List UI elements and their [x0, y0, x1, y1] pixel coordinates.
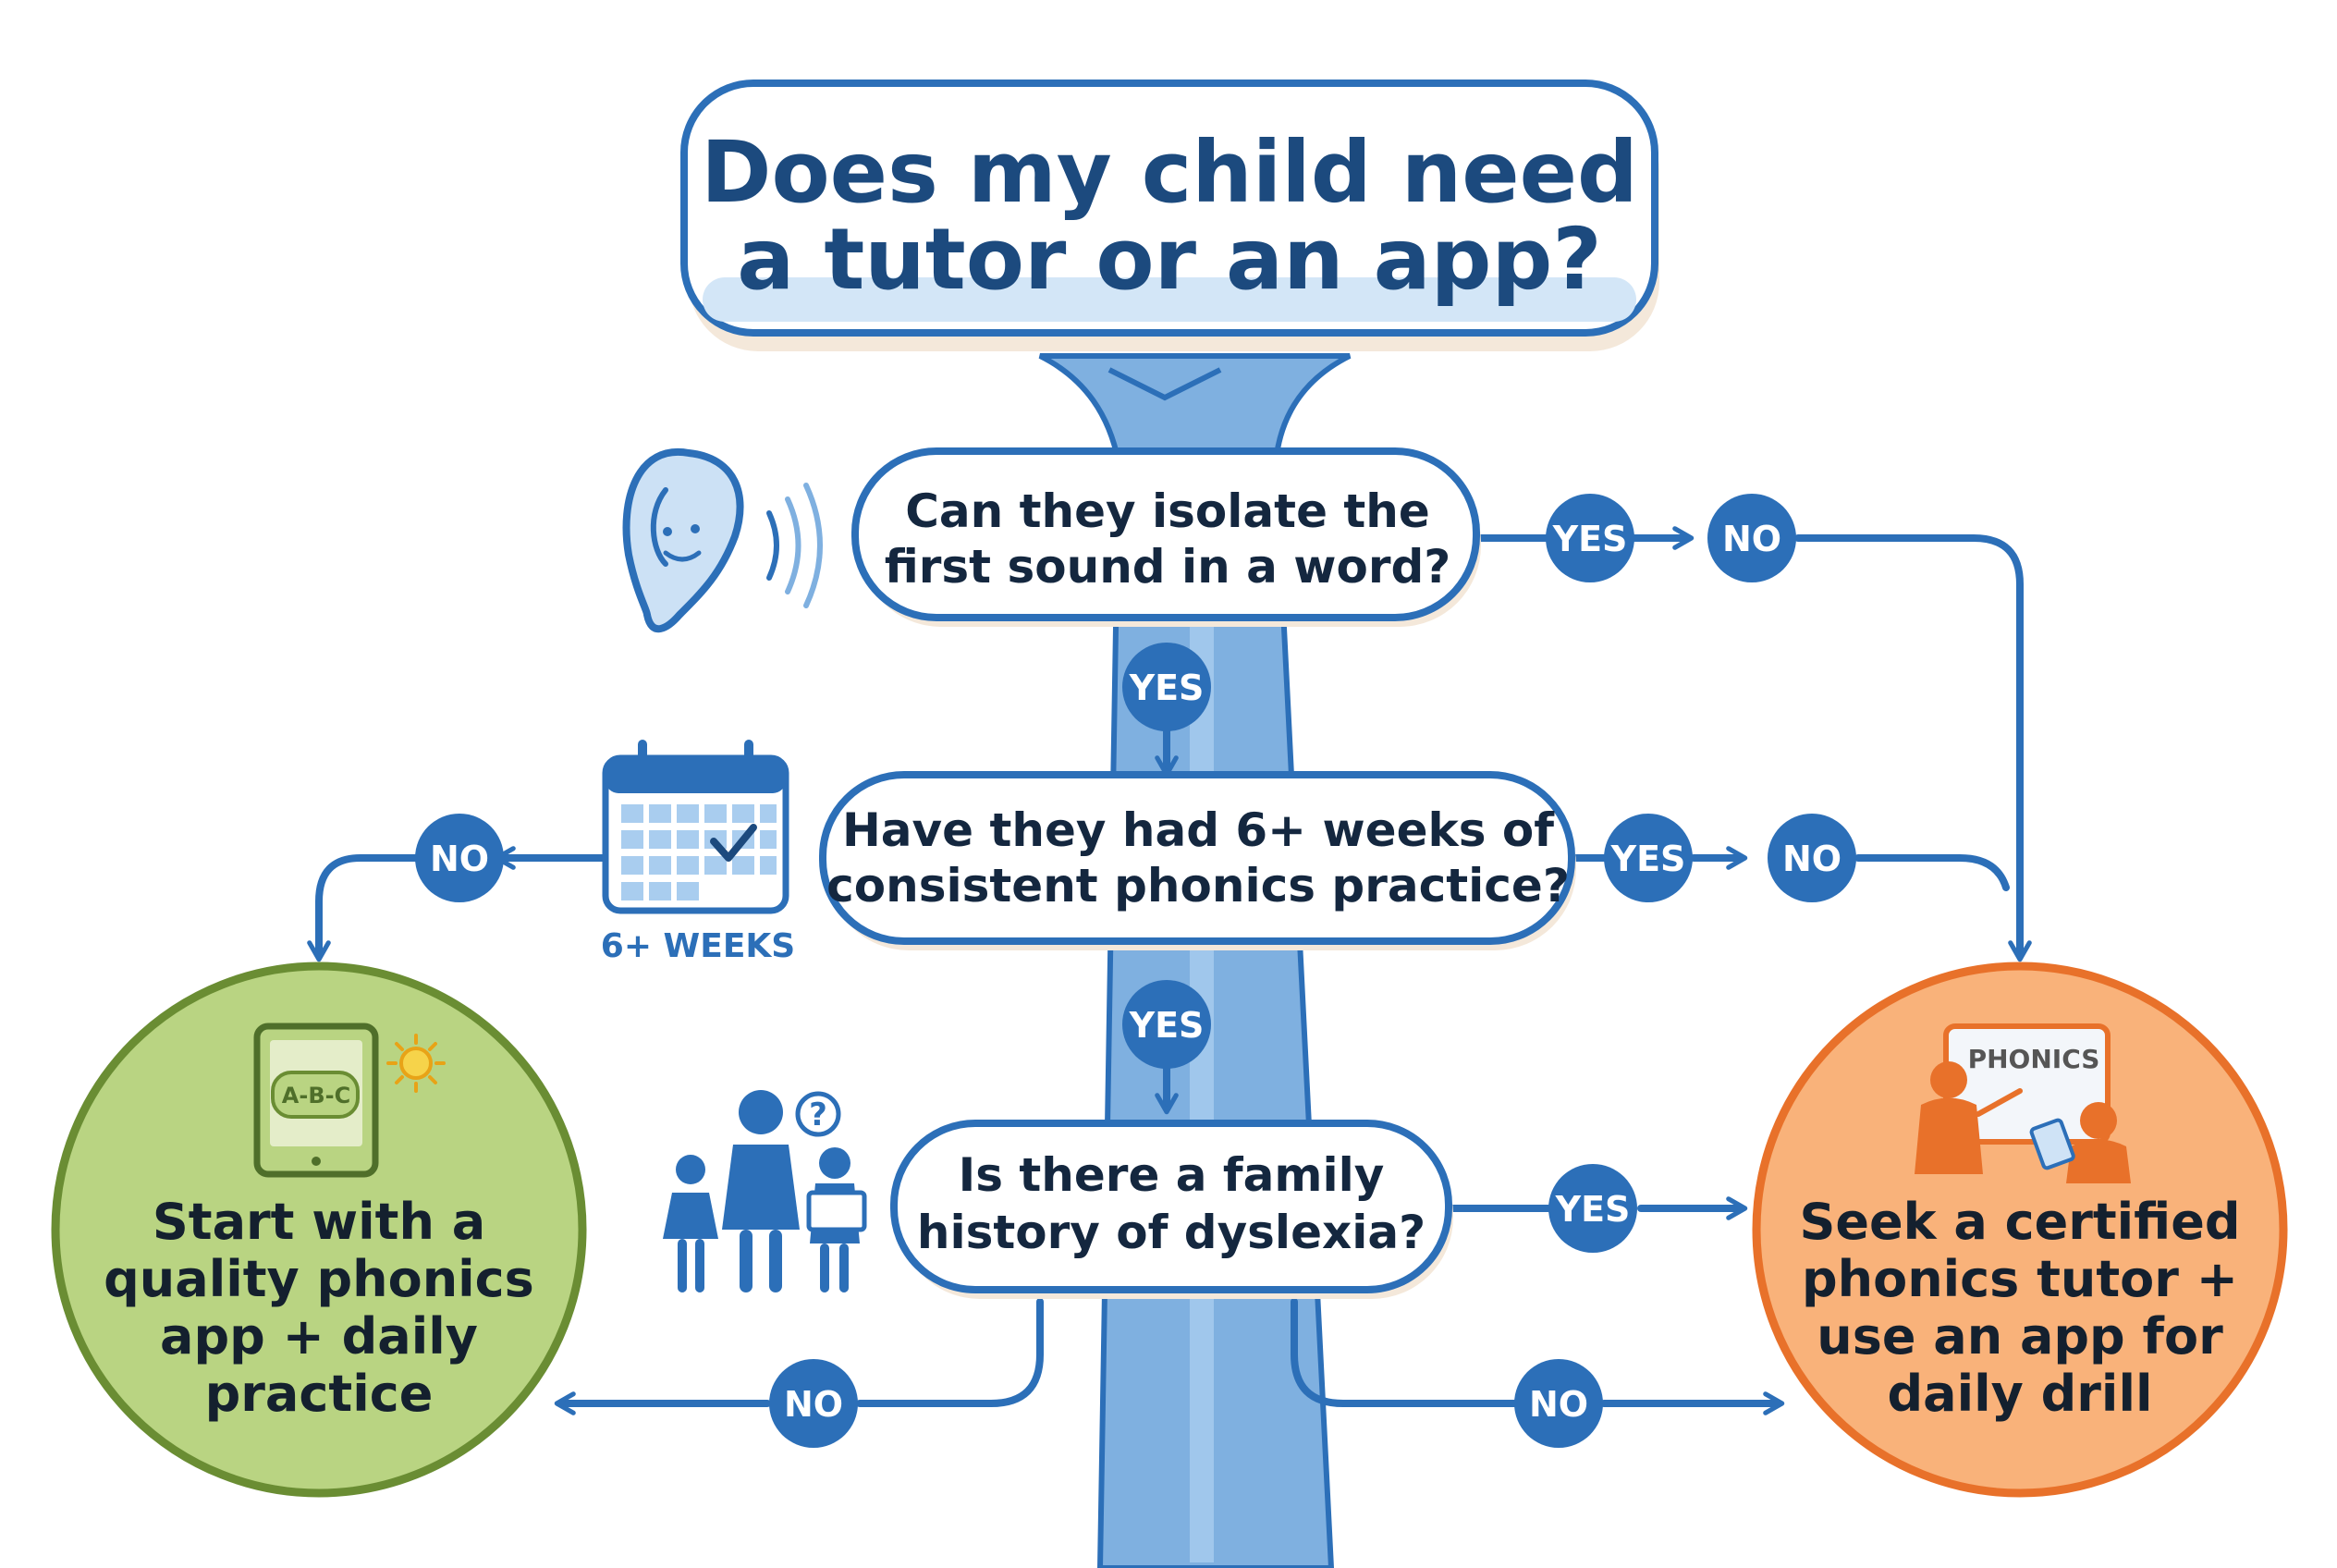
calendar-icon: 6+ WEEKS — [601, 740, 795, 965]
question-3-line-2: history of dyslexia? — [917, 1206, 1425, 1259]
svg-text:NO: NO — [1782, 839, 1841, 879]
outcome-tutor-line-1: Seek a certified — [1800, 1193, 2241, 1251]
outcome-app-line-3: app + daily — [160, 1307, 478, 1366]
outcome-app-line-4: practice — [205, 1365, 434, 1423]
outcome-tutor-line-3: use an app for — [1817, 1307, 2223, 1366]
outcome-app: A-B-C Start with a quality phonics app +… — [51, 962, 587, 1498]
title-box: Does my child need a tutor or an app? — [680, 80, 1659, 351]
outcome-app-line-2: quality phonics — [104, 1250, 534, 1308]
question-2-line-2: consistent phonics practice? — [826, 859, 1570, 913]
question-3-line-1: Is there a family — [959, 1148, 1385, 1202]
q1-right-no-pill: NO — [1707, 494, 1796, 582]
svg-text:NO: NO — [1722, 519, 1781, 559]
sun-icon — [386, 1034, 446, 1093]
q2-right-yes-pill: YES — [1604, 814, 1693, 902]
svg-text:NO: NO — [430, 839, 489, 879]
board-text: PHONICS — [1968, 1044, 2100, 1074]
q2-right-no-pill: NO — [1768, 814, 1856, 902]
answer-pills: YES NO YES NO YES NO YES YES — [415, 494, 1856, 1448]
q3-right-yes-pill: YES — [1548, 1164, 1637, 1253]
outcome-tutor-line-2: phonics tutor + — [1802, 1250, 2238, 1308]
family-question-mark: ? — [809, 1096, 827, 1133]
ear-icon — [622, 447, 823, 633]
svg-text:YES: YES — [1129, 668, 1205, 708]
outcome-tutor: PHONICS Seek a certified phonics tutor +… — [1752, 962, 2288, 1498]
title-line-1: Does my child need — [701, 123, 1638, 222]
svg-text:NO: NO — [1529, 1384, 1588, 1425]
outcome-app-line-1: Start with a — [153, 1193, 485, 1251]
tablet-text: A-B-C — [282, 1083, 350, 1109]
outcome-tutor-line-4: daily drill — [1888, 1365, 2153, 1423]
svg-text:YES: YES — [1610, 839, 1686, 879]
teacher-icon: PHONICS — [1915, 1023, 2131, 1183]
question-3: Is there a family history of dyslexia? — [890, 1120, 1453, 1299]
title-line-2: a tutor or an app? — [737, 210, 1602, 309]
trunk-yes-pill-2: YES — [1122, 980, 1211, 1069]
q1-right-yes-pill: YES — [1546, 494, 1634, 582]
svg-text:YES: YES — [1552, 519, 1628, 559]
svg-text:YES: YES — [1129, 1005, 1205, 1046]
question-1: Can they isolate the first sound in a wo… — [851, 447, 1481, 627]
q2-left-no-pill: NO — [415, 814, 504, 902]
question-2-line-1: Have they had 6+ weeks of — [842, 803, 1555, 857]
family-icon: ? — [663, 1090, 867, 1292]
svg-text:YES: YES — [1555, 1189, 1631, 1230]
bottom-left-no-pill: NO — [769, 1359, 858, 1448]
trunk-yes-pill-1: YES — [1122, 643, 1211, 731]
question-1-line-1: Can they isolate the — [905, 484, 1430, 538]
question-1-line-2: first sound in a word? — [885, 540, 1451, 594]
question-2: Have they had 6+ weeks of consistent pho… — [819, 771, 1576, 950]
bottom-right-no-pill: NO — [1514, 1359, 1603, 1448]
svg-text:NO: NO — [784, 1384, 843, 1425]
connectors — [307, 526, 2032, 1415]
calendar-caption: 6+ WEEKS — [601, 927, 795, 965]
tablet-icon: A-B-C — [253, 1023, 379, 1178]
